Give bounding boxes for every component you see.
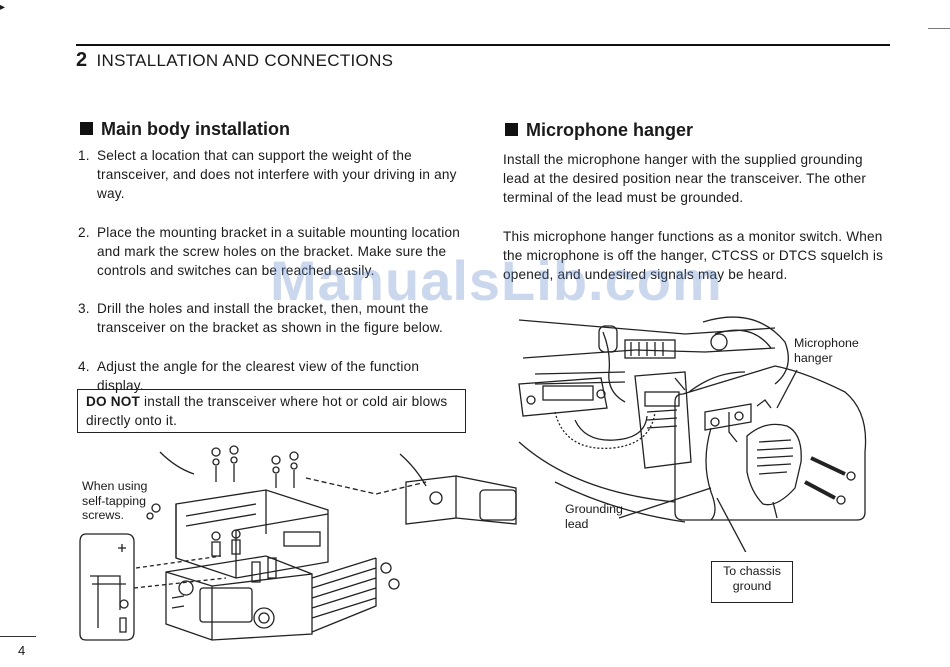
warning-bold: DO NOT [86,394,141,409]
bracket-installation-illustration [79,445,517,641]
scan-edge-mark [928,28,950,29]
header-rule [76,44,890,46]
label-chassis-ground: To chassis ground [711,561,793,603]
step-3: 3.Drill the holes and install the bracke… [78,301,443,336]
footer-rule [0,636,36,637]
section-title-main-body: Main body installation [80,119,290,140]
chapter-heading: 2 INSTALLATION AND CONNECTIONS [76,49,393,72]
warning-text: install the transceiver where hot or col… [86,394,448,429]
square-bullet-icon [505,123,518,136]
manualslib-watermark: ManualsLib.com [270,249,723,312]
chapter-number: 2 [76,49,88,71]
step-1: 1.Select a location that can support the… [78,148,457,202]
label-grounding-lead: Grounding lead [565,502,623,531]
step-2: 2.Place the mounting bracket in a suitab… [78,224,460,279]
microphone-hanger-illustration [518,316,867,552]
installation-steps: 1.Select a location that can support the… [78,146,463,414]
section-title-mic-hanger: Microphone hanger [505,120,693,141]
page-number: 4 [18,643,26,658]
mic-hanger-paragraph-1: Install the microphone hanger with the s… [503,152,867,206]
square-bullet-icon [80,122,93,135]
figure-label-self-tapping: When using self-tapping screws. [82,479,148,523]
mic-hanger-paragraph-2: This microphone hanger functions as a mo… [503,229,884,283]
scan-corner-mark: ▸ [0,2,6,13]
chapter-title: INSTALLATION AND CONNECTIONS [96,51,394,70]
label-microphone-hanger: Microphone hanger [794,336,859,365]
warning-box: DO NOT install the transceiver where hot… [77,389,466,433]
